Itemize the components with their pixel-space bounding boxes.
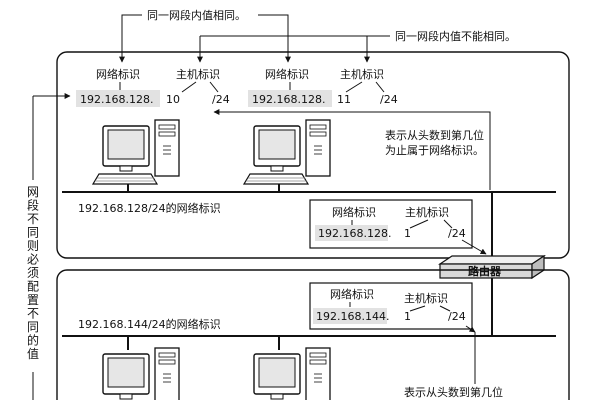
- host-id-label: 主机标识: [405, 205, 449, 219]
- prefix-note-bottom: 表示从头数到第几位: [404, 385, 503, 399]
- side-note-char: 必: [27, 253, 39, 267]
- side-note-char: 的: [27, 333, 39, 348]
- side-note-char: 配: [27, 280, 39, 294]
- pc-icon: [92, 347, 180, 400]
- segment-1-network-label: 192.168.128/24的网络标识: [78, 201, 221, 215]
- prefix-note-line-2: 为止属于网络标识。: [385, 143, 484, 157]
- host-a-prefix: /24: [212, 93, 230, 106]
- segment-2-box: [56, 269, 570, 400]
- network-id-label: 网络标识: [265, 67, 309, 81]
- side-note-char: 值: [27, 346, 39, 361]
- host-id-label: 主机标识: [176, 67, 220, 81]
- router-if-2-prefix: /24: [448, 310, 466, 323]
- host-id-label: 主机标识: [340, 67, 384, 81]
- router-if-2-network: 192.168.144.: [316, 310, 389, 323]
- network-id-label: 网络标识: [332, 205, 376, 219]
- side-note-char: 不: [27, 212, 39, 226]
- host-b-prefix: /24: [380, 93, 398, 106]
- pc-icon: [243, 119, 331, 185]
- router-if-1-host: 1: [404, 227, 411, 240]
- side-note-char: 网: [27, 185, 39, 199]
- pc-icon: [243, 347, 331, 400]
- prefix-note-line-1: 表示从头数到第几位: [385, 128, 484, 142]
- segment-2-network-label: 192.168.144/24的网络标识: [78, 317, 221, 331]
- side-note-char: 同: [27, 320, 39, 334]
- router-if-2-host: 1: [404, 310, 411, 323]
- side-note-char: 同: [27, 226, 39, 240]
- not-same-value-note: 同一网段内值不能相同。: [395, 29, 516, 43]
- side-note-char: 段: [27, 198, 39, 213]
- side-note-char: 不: [27, 307, 39, 321]
- same-value-note: 同一网段内值相同。: [147, 8, 246, 22]
- host-a-network: 192.168.128.: [80, 93, 153, 106]
- side-note-char: 须: [27, 266, 39, 280]
- network-id-label: 网络标识: [96, 67, 140, 81]
- host-a-host: 10: [166, 93, 180, 106]
- side-note-char: 置: [27, 293, 39, 307]
- host-b-host: 11: [337, 93, 351, 106]
- pc-icon: [92, 119, 180, 185]
- host-b-network: 192.168.128.: [252, 93, 325, 106]
- segment-1-box: [56, 51, 570, 259]
- host-id-label: 主机标识: [404, 291, 448, 305]
- router-icon: 路由器: [438, 254, 546, 280]
- router-if-1-prefix: /24: [448, 227, 466, 240]
- network-id-label: 网络标识: [330, 287, 374, 301]
- router-label: 路由器: [468, 264, 502, 278]
- router-if-1-network: 192.168.128.: [318, 227, 391, 240]
- side-note-char: 则: [27, 239, 39, 253]
